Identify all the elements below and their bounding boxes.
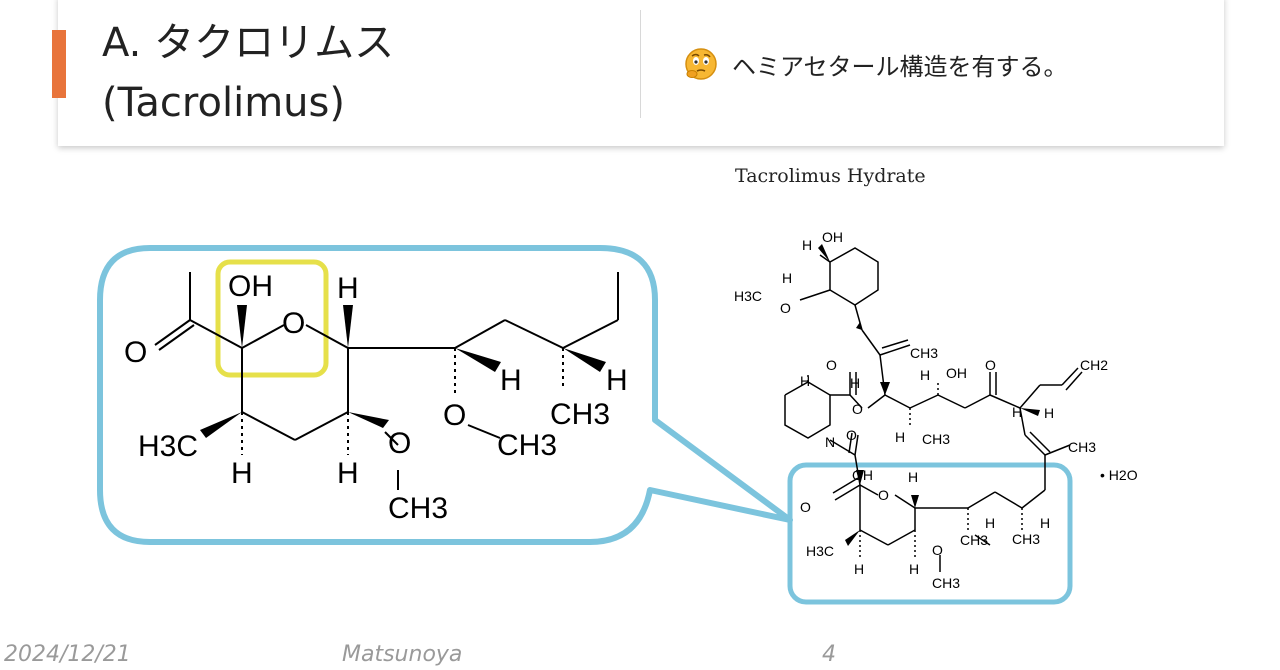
header-divider [640, 10, 641, 118]
molecule-caption: Tacrolimus Hydrate [735, 165, 926, 187]
title-accent-bar [52, 30, 66, 98]
full-bonds [784, 247, 1083, 572]
full-atom-oh-top: OH [822, 229, 843, 245]
zoom-atom-h-left: H [231, 457, 253, 490]
full-atom-o-ketone: O [985, 357, 996, 373]
full-atom-o-lower2: O [800, 499, 811, 515]
full-atom-hydrate: • H2O [1100, 467, 1138, 483]
zoom-atom-ch3-chain: CH3 [550, 398, 610, 431]
footer-author: Matsunoya [342, 642, 463, 667]
full-atom-ch3-alkene: CH3 [910, 345, 938, 361]
page-title-subtitle: (Tacrolimus) [102, 80, 345, 126]
zoom-atom-h-top: H [337, 272, 359, 305]
zoom-atom-o-ring: O [282, 307, 305, 340]
full-atom-ch3-mid: CH3 [922, 431, 950, 447]
full-atom-ch3-lower2: CH3 [960, 532, 988, 548]
full-atom-o-lower3: O [932, 542, 943, 558]
page-title: A. タクロリムス [102, 20, 395, 66]
zoom-atom-ch3-methoxy2: CH3 [497, 429, 557, 462]
full-atom-h-e: H [1044, 405, 1054, 421]
full-atom-o-carbonyl: O [826, 357, 837, 373]
full-atom-ch3-lower3: CH3 [1012, 531, 1040, 547]
full-atom-h-a: H [800, 373, 810, 389]
full-atom-o-lower1: O [846, 427, 857, 443]
footer-page-number: 4 [822, 642, 836, 667]
full-atom-h-g: H [908, 469, 918, 485]
full-atom-h3c-lower: H3C [806, 543, 834, 559]
full-atom-h-b: H [850, 375, 860, 391]
zoomed-atom-labels: OH O O H H3C H H O CH3 H O CH3 H CH3 [124, 270, 628, 525]
full-atom-o-methoxy: O [780, 300, 791, 316]
full-tacrolimus-structure: OH H H H3C O CH3 CH2 H H OH H O O O H H … [734, 229, 1138, 605]
title-card [58, 0, 1224, 146]
full-atom-ch2-allyl: CH2 [1080, 357, 1108, 373]
zoom-atom-h-chain1: H [500, 364, 522, 397]
thinking-face-icon [685, 48, 717, 80]
hemiacetal-highlight-box [215, 259, 329, 378]
full-atom-ch3-lower1: CH3 [932, 575, 960, 591]
full-wedge-bonds [818, 244, 1040, 546]
note: ヘミアセタール構造を有する。 [684, 44, 1068, 84]
full-atom-labels: OH H H H3C O CH3 CH2 H H OH H O O O H H … [734, 229, 1138, 591]
zoom-atom-o-methoxy2: O [443, 399, 466, 432]
full-hashed-bonds [807, 372, 1023, 560]
zoom-atom-oh: OH [228, 270, 273, 303]
lower-region-highlight-box [787, 462, 1073, 605]
zoom-atom-h-mid: H [337, 457, 359, 490]
zoom-atom-o-ketone: O [124, 336, 147, 369]
footer-date: 2024/12/21 [4, 642, 131, 667]
zoom-atom-h3c: H3C [138, 430, 198, 463]
full-atom-oh-mid: OH [946, 365, 967, 381]
full-atom-h-h: H [985, 515, 995, 531]
full-atom-h-d: H [895, 429, 905, 445]
full-atom-h-top2: H [782, 270, 792, 286]
full-atom-h-j: H [854, 561, 864, 577]
full-atom-h-i: H [1040, 515, 1050, 531]
full-atom-h-top1: H [802, 237, 812, 253]
zoomed-hemiacetal-callout: OH O O H H3C H H O CH3 H O CH3 H CH3 [97, 245, 793, 545]
callout-frame [97, 245, 793, 545]
full-atom-ch3-right: CH3 [1068, 439, 1096, 455]
full-atom-oh-lower: OH [852, 467, 873, 483]
full-atom-h3c-o: H3C [734, 288, 762, 304]
zoomed-hashed-bonds [241, 348, 564, 455]
zoom-atom-o-methoxy1: O [388, 427, 411, 460]
full-atom-n: N [825, 434, 835, 450]
zoom-atom-h-chain2: H [606, 364, 628, 397]
note-text: ヘミアセタール構造を有する。 [732, 52, 1068, 81]
zoomed-bonds [154, 272, 619, 490]
full-atom-h-f: H [1012, 404, 1022, 420]
zoomed-wedge-bonds [200, 305, 606, 438]
full-atom-o-ester: O [852, 401, 863, 417]
zoom-atom-ch3-methoxy1: CH3 [388, 492, 448, 525]
full-atom-h-c: H [920, 367, 930, 383]
full-atom-h-k: H [909, 561, 919, 577]
full-atom-o-ring: O [878, 487, 889, 503]
